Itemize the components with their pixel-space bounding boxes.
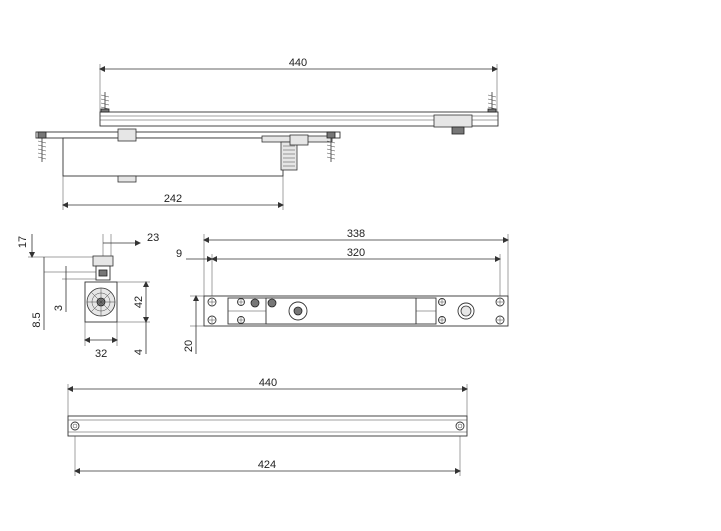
mounting-hole-icon [495, 297, 505, 307]
dimension-label-bottom-rail: 440 [259, 377, 277, 389]
dimension-label-32: 32 [95, 348, 107, 360]
plan-view: 338 320 9 [176, 228, 509, 354]
dimension-label-20: 20 [183, 340, 195, 352]
mounting-hole-icon [207, 315, 217, 325]
dimension-label-4: 4 [133, 349, 145, 355]
dimension-label-320: 320 [347, 247, 365, 259]
end-view: 23 17 8.5 3 42 4 32 [17, 232, 159, 360]
body-clip [117, 128, 137, 142]
rail-section [92, 255, 114, 267]
closer-body [62, 137, 284, 177]
dimension-label-8-5: 8.5 [31, 312, 43, 327]
screw-icon [487, 92, 497, 113]
screw-icon [37, 131, 47, 162]
dimension-label-23: 23 [147, 232, 159, 244]
dimension-label-top-rail: 440 [289, 57, 307, 69]
spindle-cap [289, 134, 309, 146]
adjust-screw-icon [267, 298, 277, 308]
rail-slider [433, 114, 473, 128]
rail-plan [67, 415, 468, 437]
mounting-hole-icon [237, 316, 245, 324]
rail-plan-view: 440 424 [67, 377, 468, 476]
screw-icon [100, 92, 110, 113]
dimension-label-9: 9 [176, 248, 182, 260]
screw-icon [326, 131, 336, 162]
mounting-hole-icon [438, 316, 446, 324]
mounting-hole-icon [438, 298, 446, 306]
dimension-label-42: 42 [133, 296, 145, 308]
slider-block [451, 126, 465, 135]
top-side-view: 440 [35, 57, 499, 210]
rail-hole-icon [455, 421, 465, 431]
mounting-hole-icon [237, 298, 245, 306]
adjust-screw-icon [250, 298, 260, 308]
dimension-label-338: 338 [347, 228, 365, 240]
mounting-hole-icon [207, 297, 217, 307]
dimension-label-17: 17 [17, 236, 29, 248]
rail-hole-icon [70, 421, 80, 431]
mounting-hole-icon [495, 315, 505, 325]
guide-rail [99, 111, 499, 127]
body-foot [117, 175, 137, 183]
dimension-label-424: 424 [258, 459, 276, 471]
dimension-label-3: 3 [53, 305, 65, 311]
dimension-label-body: 242 [164, 193, 182, 205]
spindle [280, 141, 298, 171]
